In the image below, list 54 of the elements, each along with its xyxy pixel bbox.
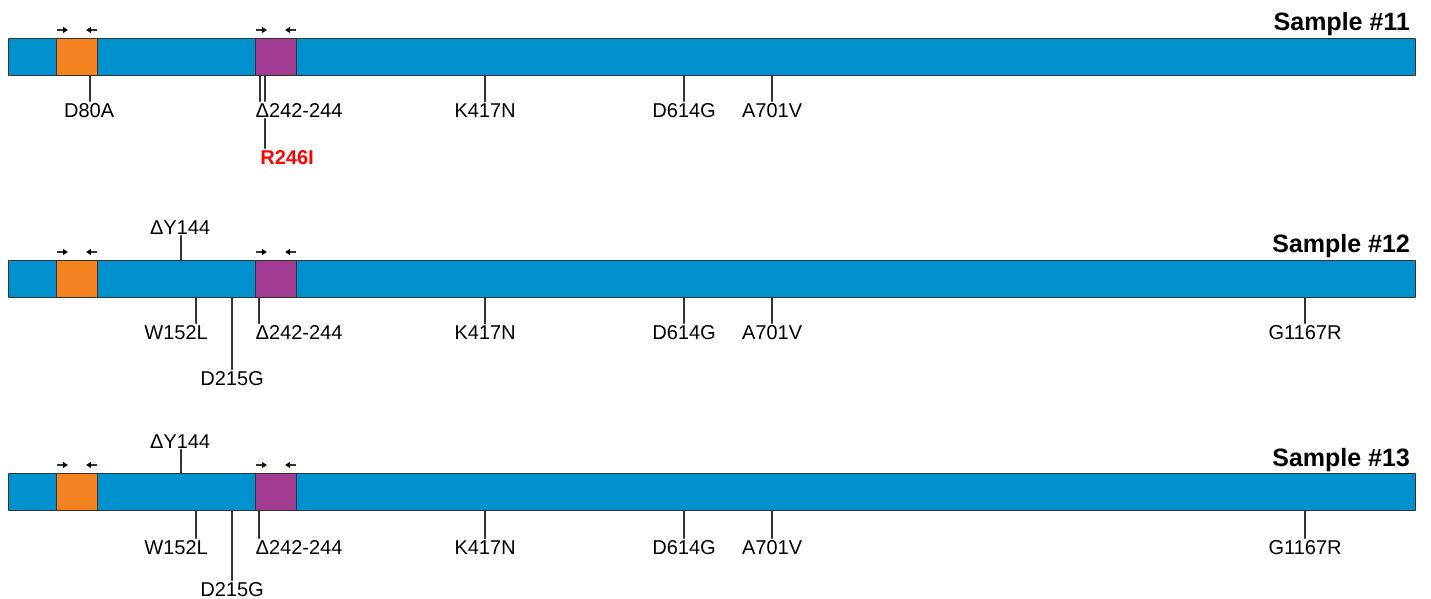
leader-line (683, 510, 685, 540)
mutation-label: K417N (456, 325, 514, 339)
domain-box (255, 473, 297, 511)
mutation-label: D215G (202, 582, 263, 597)
domain-box (56, 38, 98, 76)
mutation-label: A701V (742, 540, 802, 555)
leader-line (180, 234, 182, 261)
mutation-label: D614G (653, 325, 715, 340)
leader-line (264, 117, 266, 150)
sample-heading: Sample #13 (1272, 447, 1409, 472)
mutation-label: Δ242-244 (256, 325, 342, 339)
leader-line (259, 75, 261, 103)
mutation-label: G1167R (1269, 540, 1341, 555)
mutation-label: D614G (653, 540, 715, 555)
sample-heading: Sample #11 (1274, 11, 1410, 36)
mutation-label: W152L (144, 540, 208, 555)
mutation-label: K417N (456, 540, 514, 554)
leader-line (683, 297, 685, 325)
leader-line (484, 510, 486, 540)
leader-line (771, 510, 773, 540)
leader-line (771, 75, 773, 103)
leader-line (180, 448, 182, 474)
leader-line (231, 510, 233, 582)
leader-line (683, 75, 685, 103)
mutation-label: A701V (742, 325, 802, 340)
domain-box (255, 38, 297, 76)
sample-heading: Sample #12 (1272, 233, 1409, 258)
leader-line (264, 75, 266, 103)
mutation-label: R246I (261, 150, 313, 165)
leader-line (195, 297, 197, 325)
mutation-label: D80A (65, 103, 114, 118)
mutation-label: K417N (456, 103, 514, 117)
leader-line (484, 297, 486, 325)
mutation-label: D614G (653, 103, 715, 118)
mutation-label: G1167R (1269, 325, 1341, 340)
leader-line (231, 297, 233, 371)
leader-line (258, 297, 260, 325)
domain-box (56, 473, 98, 511)
mutation-label: D215G (202, 371, 263, 386)
mutation-label: W152L (144, 325, 208, 340)
mutation-label: Δ242-244 (256, 540, 342, 554)
leader-line (1304, 510, 1306, 540)
leader-line (1304, 297, 1306, 325)
leader-line (258, 510, 260, 540)
leader-line (195, 510, 197, 540)
leader-line (89, 75, 91, 103)
leader-line (771, 297, 773, 325)
mutation-label: ΔY144 (150, 220, 210, 234)
domain-box (56, 260, 98, 298)
mutation-label: A701V (742, 103, 802, 118)
domain-box (255, 260, 297, 298)
leader-line (484, 75, 486, 103)
mutation-label: Δ242-244 (256, 103, 342, 117)
mutation-label: ΔY144 (150, 434, 210, 448)
